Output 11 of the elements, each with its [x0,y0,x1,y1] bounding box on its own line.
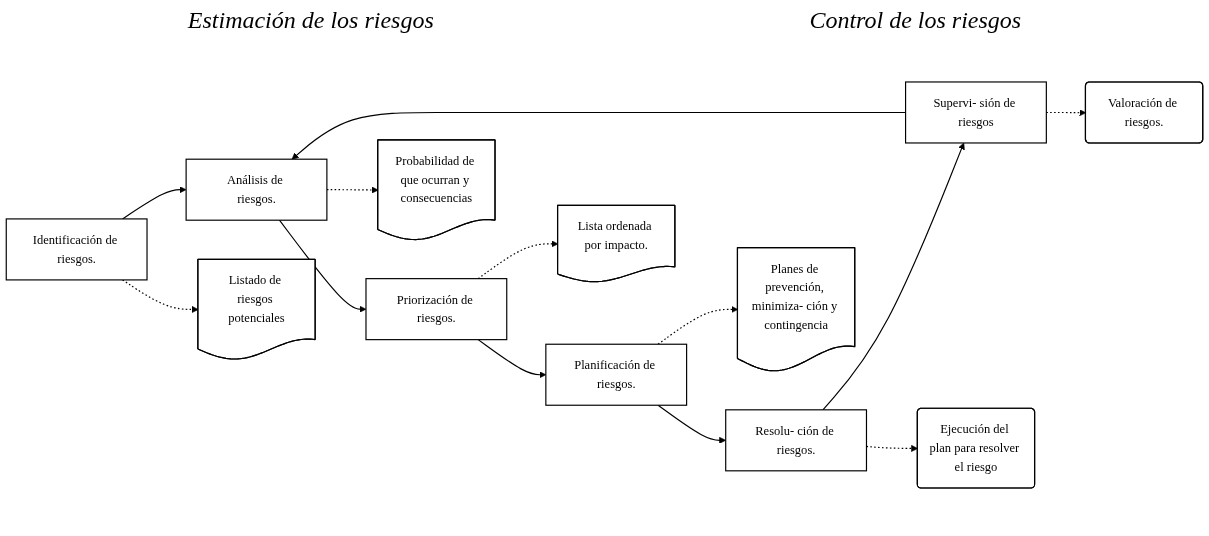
node-box: Supervi- sión de riesgos [905,81,1047,144]
arrow [657,306,739,345]
node-box: Resolu- ción de riesgos. [725,409,868,472]
node-box: Identificación de riesgos. [5,218,148,281]
node-box: Planificación de riesgos. [545,343,688,406]
arrow [121,186,187,220]
node-box: Priorización de riesgos. [365,278,508,341]
section-heading: Estimación de los riesgos [187,6,434,34]
section-heading: Control de los riesgos [809,6,1022,34]
node-box: Análisis de riesgos. [185,158,328,221]
arrow [822,142,965,411]
